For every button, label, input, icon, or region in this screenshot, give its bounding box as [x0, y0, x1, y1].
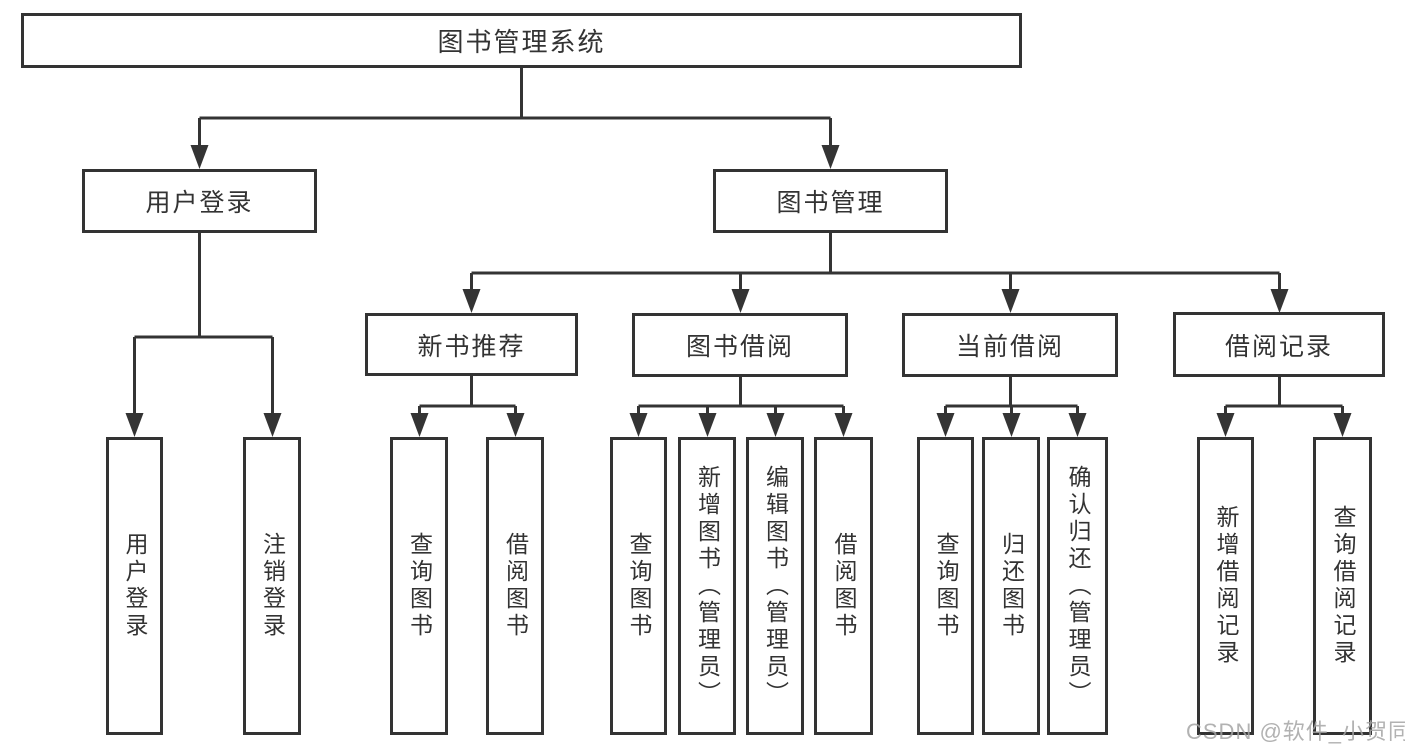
arrow-icon: [462, 289, 481, 313]
leaf-edit-book-admin: 编辑图书（管理员）: [746, 437, 804, 735]
node-label: 借阅图书: [831, 532, 857, 640]
node-label: 图书管理系统: [437, 27, 606, 57]
arrow-icon: [125, 413, 144, 437]
node-label: 图书借阅: [685, 333, 794, 361]
leaf-user-login: 用户登录: [106, 437, 163, 735]
leaf-confirm-return-admin: 确认归还（管理员）: [1047, 437, 1108, 735]
node-label: 归还图书: [998, 532, 1025, 640]
branch-user-login: [133, 233, 274, 429]
node-current-borrow: 当前借阅: [902, 313, 1118, 377]
leaf-return-book: 归还图书: [982, 437, 1040, 735]
branch-book-borrow: [637, 377, 845, 429]
leaf-add-borrow-record: 新增借阅记录: [1197, 437, 1254, 735]
node-label: 查询图书: [406, 532, 433, 640]
node-borrow-record: 借阅记录: [1173, 312, 1385, 377]
arrow-icon: [1068, 413, 1087, 437]
leaf-query-book-current: 查询图书: [917, 437, 974, 735]
node-label: 查询图书: [933, 532, 959, 640]
node-label: 新书推荐: [417, 332, 526, 361]
branch-root: [198, 68, 832, 161]
arrow-icon: [1002, 413, 1021, 437]
node-book-management: 图书管理: [713, 169, 948, 233]
branch-new-book-rec: [418, 376, 517, 429]
arrow-icon: [263, 413, 282, 437]
node-root-system: 图书管理系统: [21, 13, 1022, 68]
node-book-borrow: 图书借阅: [632, 313, 848, 377]
leaf-borrow-book: 借阅图书: [814, 437, 873, 735]
csdn-watermark: CSDN @软件_小贺同学: [1186, 719, 1405, 744]
arrow-icon: [1216, 413, 1235, 437]
arrow-icon: [190, 145, 209, 169]
arrow-icon: [1270, 289, 1289, 313]
arrow-icon: [731, 289, 750, 313]
node-label: 确认归还（管理员）: [1065, 464, 1091, 708]
branch-borrow-record: [1224, 377, 1344, 429]
leaf-logout: 注销登录: [243, 437, 301, 735]
node-label: 新增借阅记录: [1213, 505, 1239, 667]
leaf-borrow-book-recommend: 借阅图书: [486, 437, 544, 735]
arrow-icon: [698, 413, 717, 437]
node-label: 借阅图书: [502, 532, 529, 640]
node-user-login: 用户登录: [82, 169, 317, 233]
node-new-book-recommend: 新书推荐: [365, 313, 578, 376]
arrow-icon: [506, 413, 525, 437]
node-label: 图书管理: [776, 189, 885, 217]
arrow-icon: [834, 413, 853, 437]
arrow-icon: [936, 413, 955, 437]
node-label: 编辑图书（管理员）: [762, 464, 789, 708]
leaf-query-book-recommend: 查询图书: [390, 437, 448, 735]
arrow-icon: [1001, 289, 1020, 313]
branch-book-mgmt: [470, 233, 1281, 305]
node-label: 用户登录: [145, 189, 254, 217]
node-label: 用户登录: [122, 532, 148, 640]
arrow-icon: [629, 413, 648, 437]
arrowheads: [125, 145, 1352, 437]
arrow-icon: [766, 413, 785, 437]
node-label: 注销登录: [259, 532, 286, 640]
leaf-query-borrow-record: 查询借阅记录: [1313, 437, 1372, 735]
leaf-add-book-admin: 新增图书（管理员）: [678, 437, 736, 735]
node-label: 查询借阅记录: [1330, 505, 1356, 667]
arrow-icon: [410, 413, 429, 437]
node-label: 当前借阅: [955, 333, 1064, 361]
node-label: 借阅记录: [1224, 332, 1333, 361]
arrow-icon: [1333, 413, 1352, 437]
leaf-query-book-borrow: 查询图书: [610, 437, 667, 735]
node-label: 新增图书（管理员）: [694, 464, 721, 708]
node-label: 查询图书: [626, 532, 652, 640]
arrow-icon: [821, 145, 840, 169]
